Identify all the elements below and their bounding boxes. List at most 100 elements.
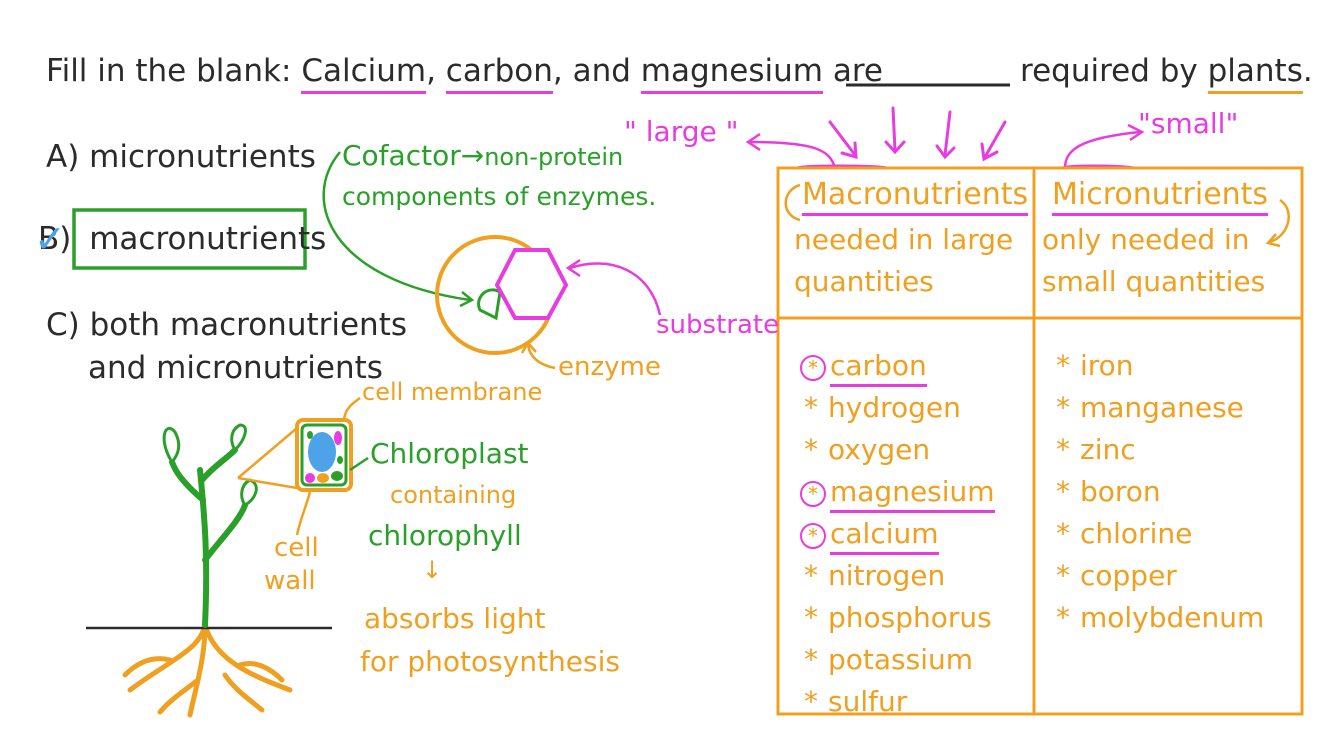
bullet-icon: * [1056,391,1070,424]
plant-stem [169,447,248,628]
bullet-icon: * [1056,433,1070,466]
bullet-icon: * [804,391,818,424]
bullet-icon: * [1056,349,1070,382]
macro-desc-1: needed in large [794,223,1014,256]
cell-label: cell [274,533,319,563]
wall-label: wall [264,566,316,596]
cofactor-arrowhead [459,291,475,308]
micro-desc-1: only needed in [1042,223,1250,256]
micro-item-boron: * boron [1052,478,1161,506]
question-text: Fill in the blank: Calcium, carbon, and … [46,53,883,94]
macro-item-label: sulfur [828,685,908,718]
macro-item-label: potassium [828,643,974,676]
option-a-text: micronutrients [89,139,316,175]
photosynthesis-label: for photosynthesis [360,645,620,678]
bullet-icon: * [804,685,818,718]
small-arrow [1063,130,1141,169]
containing-label: containing [390,481,517,509]
macro-item-sulfur: * sulfur [800,688,907,716]
substrate-arrow [569,262,662,316]
option-c-line2: and micronutrients [88,350,383,386]
micro-item-chlorine: * chlorine [1052,520,1192,548]
macro-item-carbon: *carbon [800,349,927,387]
question-sep1: , [426,53,436,89]
bullet-icon: * [1056,559,1070,592]
cofactor-arrow-glyph: → [460,139,485,172]
question-carbon: carbon [445,53,553,94]
macro-item-label: calcium [830,517,939,555]
option-a[interactable]: A) micronutrients [46,142,316,173]
macro-item-nitrogen: *nitrogen [800,562,945,590]
macro-desc-2: quantities [794,265,934,298]
substrate-label: substrate [656,310,780,340]
micro-item-label: copper [1080,559,1177,592]
cell-membrane-label: cell membrane [362,378,543,406]
enzyme-arrow [526,344,556,370]
highlight-circle-icon: * [800,355,826,381]
cofactor-shape [477,288,502,321]
bullet-icon: * [804,433,818,466]
bullet-icon: * [1056,517,1070,550]
micro-item-manganese: * manganese [1052,394,1244,422]
absorbs-light-label: absorbs light [364,602,546,635]
small-annotation: "small" [1138,107,1239,140]
table-frame [776,166,1304,716]
micro-item-label: manganese [1080,391,1244,424]
question-text-end: required by plants. [1020,53,1313,94]
large-annotation: " large " [624,115,739,148]
chloroplast-label: Chloroplast [370,437,529,470]
micro-item-label: boron [1080,475,1161,508]
option-b[interactable]: B) macronutrients [38,224,326,255]
micro-item-label: iron [1080,349,1134,382]
micro-item-zinc: *zinc [1052,436,1136,464]
cofactor-arrow [322,151,471,302]
highlight-circle-icon: * [800,523,826,549]
cofactor-definition-2: components of enzymes. [342,182,657,211]
macro-item-label: oxygen [828,433,931,466]
cell-membrane-shape [300,423,348,487]
bullet-icon: * [804,601,818,634]
option-c-text: both macronutrients [89,307,408,343]
large-arrow [749,140,837,169]
macro-item-potassium: *potassium [800,646,973,674]
question-calcium: Calcium [301,53,427,94]
answer-box [72,208,307,270]
micro-item-label: chlorine [1080,517,1193,550]
cofactor-term: Cofactor [342,139,461,172]
option-a-letter: A) [46,139,80,175]
macro-item-label: carbon [830,349,927,387]
macro-item-magnesium: *magnesium [800,475,995,513]
macro-item-label: magnesium [830,475,995,513]
check-mark-icon: ✓ [34,217,66,261]
bullet-icon: * [1056,475,1070,508]
option-b-text: macronutrients [89,221,327,257]
question-end: . [1302,53,1313,89]
question-magnesium: magnesium [640,53,823,94]
down-arrow-icon: ↓ [422,556,443,584]
enzyme-label: enzyme [558,352,661,382]
substrate-hexagon [494,248,569,320]
macro-item-label: hydrogen [828,391,961,424]
plant-leaves [162,423,258,507]
question-prefix: Fill in the blank: [46,53,292,89]
chlorophyll-label: chlorophyll [368,519,522,552]
plant-roots [122,622,293,718]
cofactor-definition-1: non-protein [484,143,624,171]
question-are: are [832,53,883,89]
micro-item-iron: * iron [1052,352,1134,380]
micro-desc-2: small quantities [1042,265,1266,298]
macro-item-calcium: *calcium [800,517,939,555]
option-b-letter: B) [38,221,72,257]
option-c[interactable]: C) both macronutrients [46,310,407,341]
bullet-icon: * [804,559,818,592]
highlight-circle-icon: * [800,481,826,507]
question-plants: plants [1207,53,1303,94]
micro-item-label: molybdenum [1080,601,1265,634]
macro-item-oxygen: * oxygen [800,436,930,464]
bullet-icon: * [1056,601,1070,634]
micro-item-copper: * copper [1052,562,1177,590]
macronutrients-heading: Macronutrients [802,180,1029,216]
option-c-letter: C) [46,307,80,343]
macro-item-phosphorus: *phosphorus [800,604,992,632]
